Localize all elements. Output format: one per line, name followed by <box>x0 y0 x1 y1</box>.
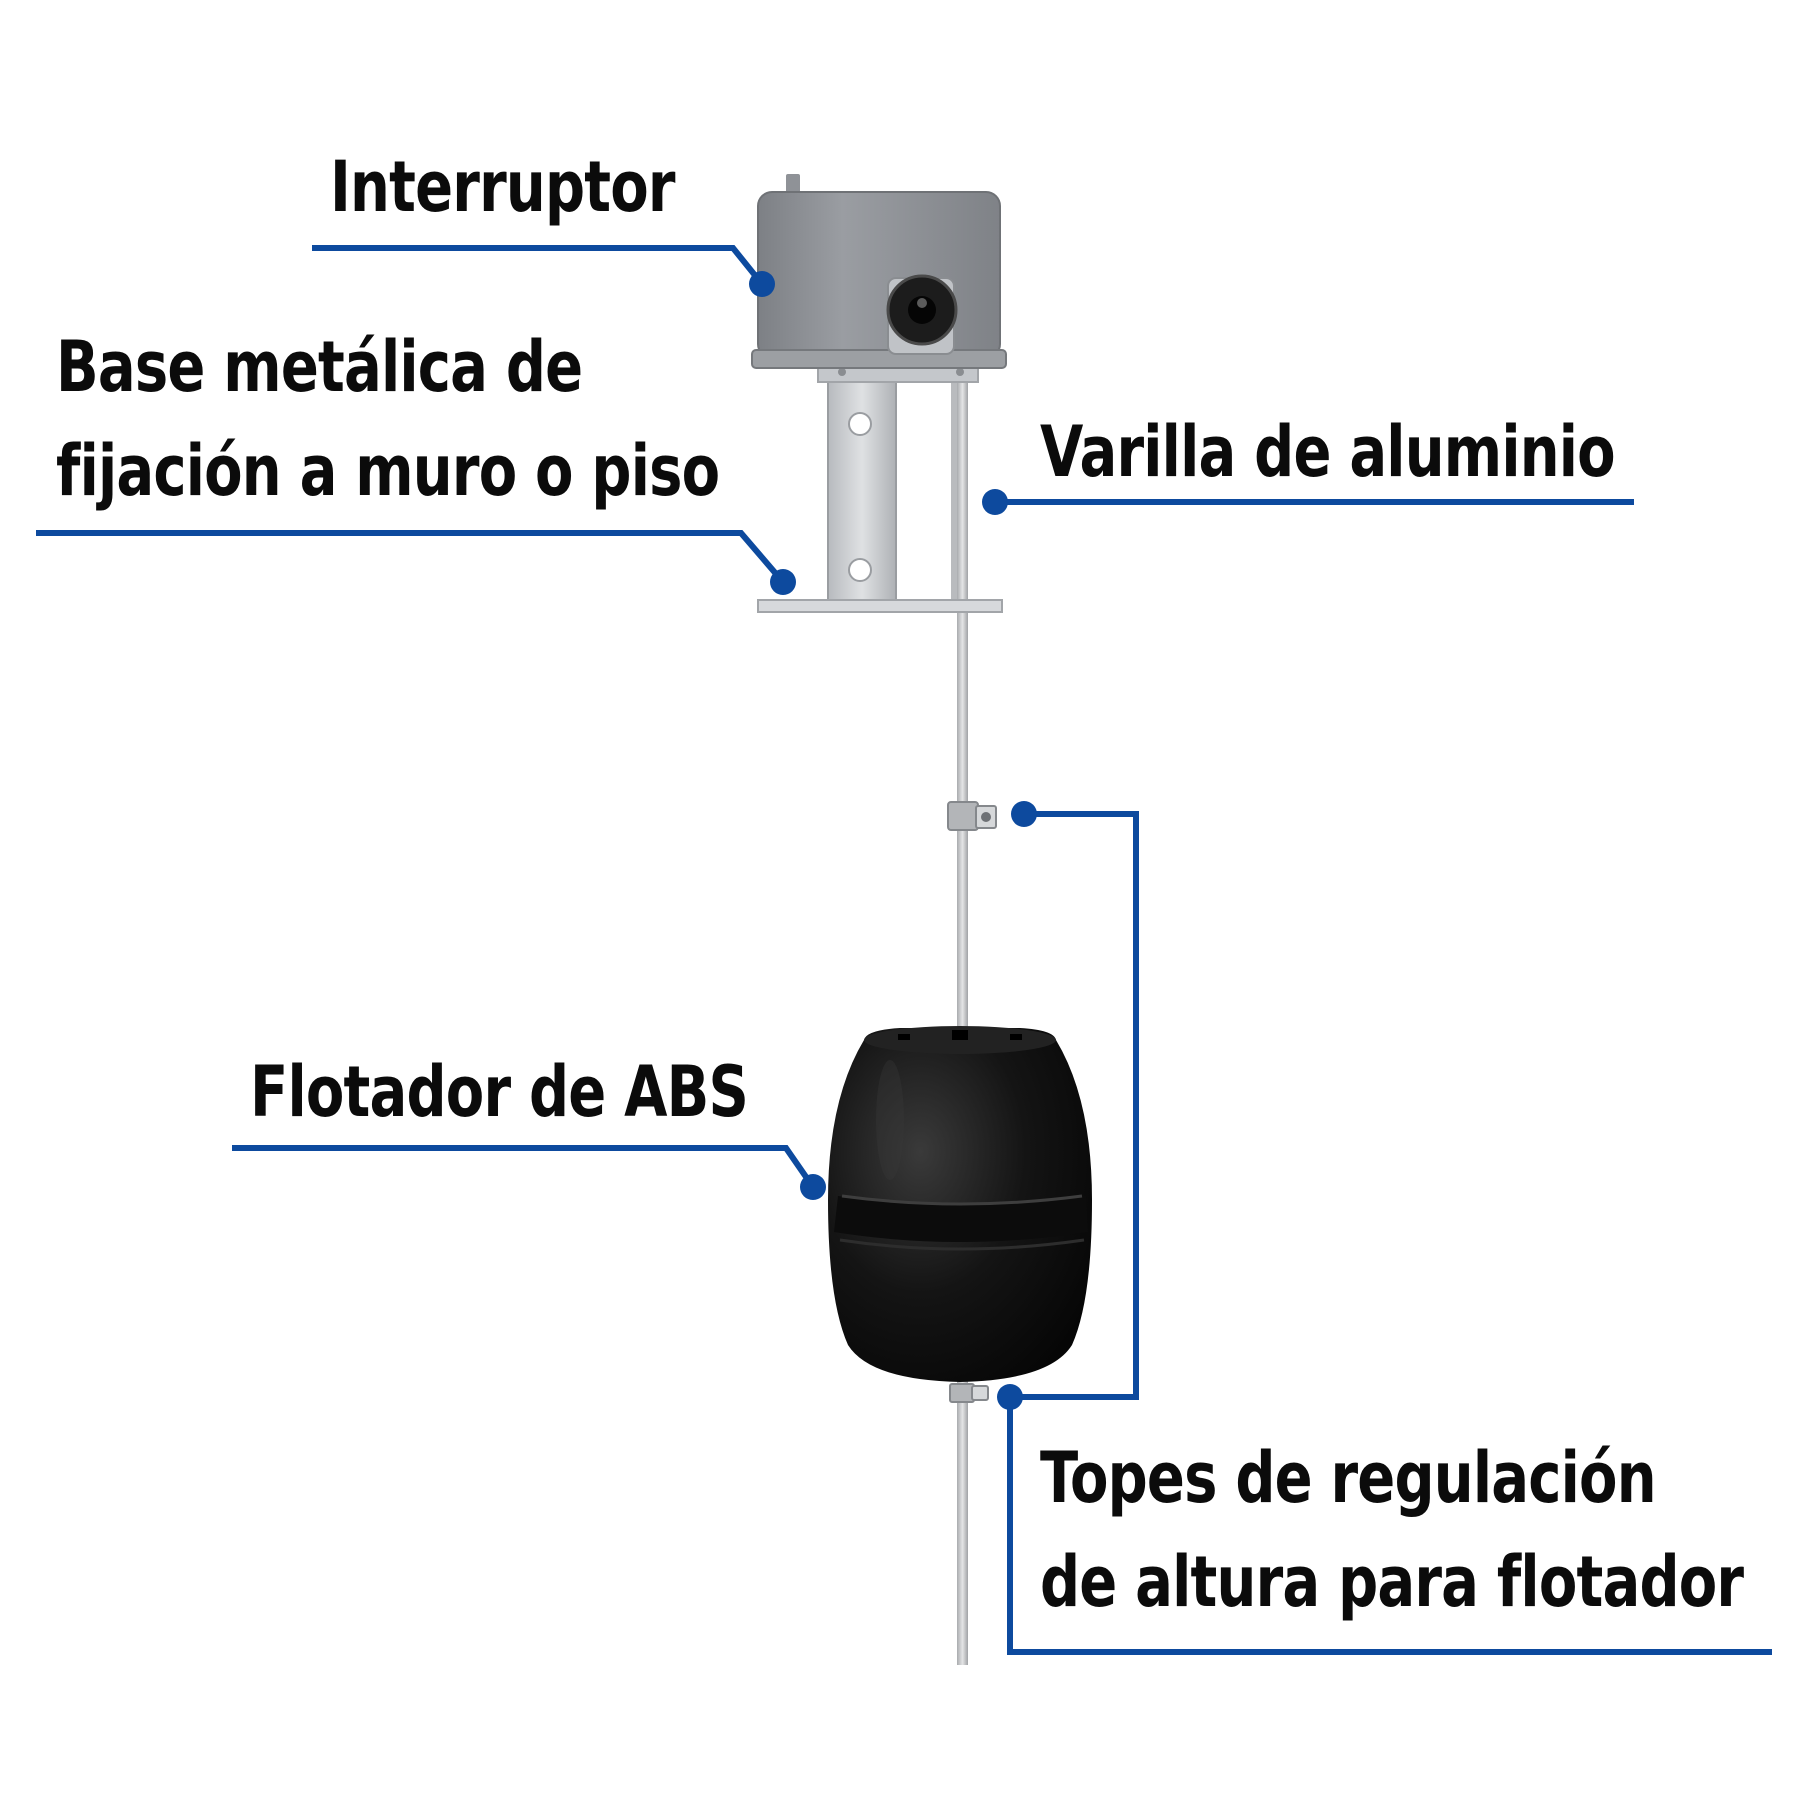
switch-housing <box>751 174 1007 369</box>
upper-height-stop <box>947 801 997 831</box>
leader-line-base <box>36 530 786 584</box>
leader-line-stops <box>1008 811 1139 1400</box>
abs-float <box>828 1026 1092 1382</box>
mounting-bracket <box>757 359 1003 613</box>
leader-dot-base <box>770 569 796 595</box>
leader-dot-varilla <box>982 489 1008 515</box>
label-flotador: Flotador de ABS <box>250 1051 749 1133</box>
leader-dot-lower-stop <box>997 1384 1023 1410</box>
label-base-metalica: Base metálica de fijación a muro o piso <box>56 326 720 512</box>
trip-rod <box>951 330 957 610</box>
leader-dot-upper-stop <box>1011 801 1037 827</box>
leader-line-flotador <box>232 1145 816 1189</box>
lower-height-stop <box>949 1383 989 1403</box>
leader-line-topes <box>1007 1397 1772 1655</box>
leader-dot-flotador <box>800 1174 826 1200</box>
label-topes: Topes de regulación de altura para flota… <box>1040 1437 1744 1623</box>
label-varilla: Varilla de aluminio <box>1040 411 1616 493</box>
leader-dot-interruptor <box>749 271 775 297</box>
label-interruptor: Interruptor <box>330 146 675 228</box>
aluminum-rod <box>957 350 968 1665</box>
leader-line-interruptor <box>312 245 765 286</box>
